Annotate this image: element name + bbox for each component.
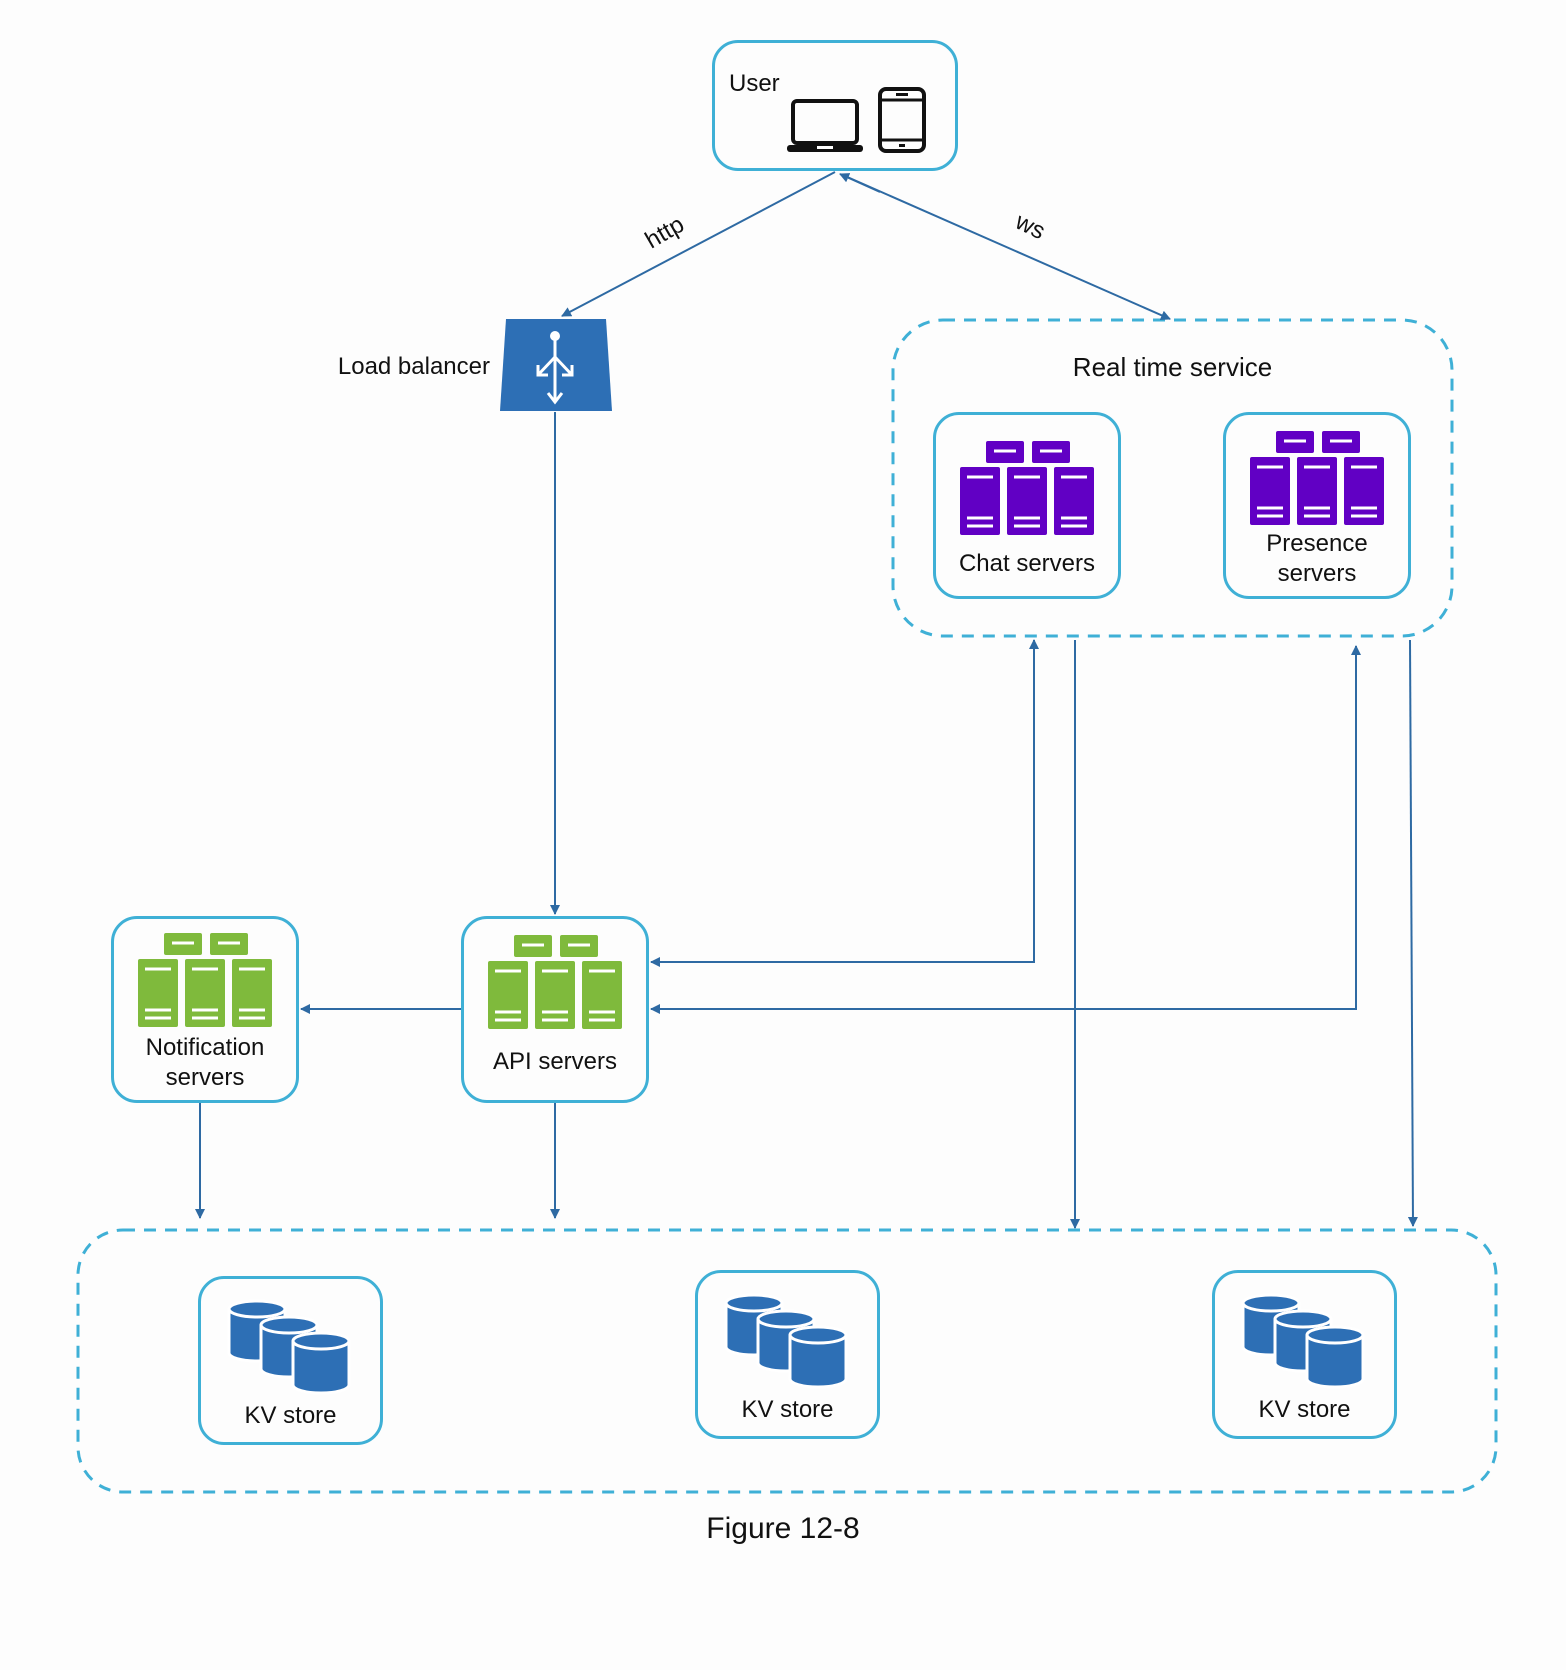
kv-store-node[interactable]: KV store [1212, 1270, 1397, 1439]
database-icon [1241, 1293, 1365, 1389]
notification-servers-label: Notification servers [145, 1034, 265, 1091]
laptop-icon [787, 99, 863, 152]
kv-store-node[interactable]: KV store [198, 1276, 383, 1445]
user-label: User [729, 70, 780, 97]
real-time-service-group [891, 318, 1454, 638]
notification-servers-node[interactable]: Notification servers [111, 916, 299, 1103]
api-servers-label: API servers [492, 1048, 618, 1075]
presence-servers-node[interactable]: Presence servers [1223, 412, 1411, 599]
kv-store-label: KV store [1258, 1396, 1351, 1423]
kv-store-label: KV store [244, 1402, 337, 1429]
api-servers-node[interactable]: API servers [461, 916, 649, 1103]
chat-servers-label: Chat servers [958, 550, 1096, 577]
server-cluster-icon [960, 441, 1094, 535]
kv-store-label: KV store [741, 1396, 834, 1423]
api-chat-arrow [651, 639, 1039, 963]
server-cluster-icon [138, 933, 272, 1027]
chat-servers-node[interactable]: Chat servers [933, 412, 1121, 599]
figure-caption: Figure 12-8 [706, 1512, 860, 1545]
user-node[interactable]: User [712, 40, 958, 171]
database-icon [227, 1299, 351, 1395]
presence-to-kv-arrow [1407, 639, 1418, 1227]
api-presence-arrow [651, 645, 1361, 1010]
load-balancer-icon[interactable] [496, 317, 616, 413]
server-cluster-icon [488, 935, 622, 1029]
kv-store-node[interactable]: KV store [695, 1270, 880, 1439]
tablet-icon [878, 87, 926, 153]
http-arrow [561, 171, 836, 317]
presence-servers-label: Presence servers [1266, 530, 1368, 587]
database-icon [724, 1293, 848, 1389]
real-time-service-label: Real time service [1072, 352, 1273, 382]
ws-arrow [844, 175, 1171, 320]
ws-arrow-back [839, 173, 881, 193]
server-cluster-icon [1250, 431, 1384, 525]
load-balancer-label: Load balancer [337, 353, 490, 380]
